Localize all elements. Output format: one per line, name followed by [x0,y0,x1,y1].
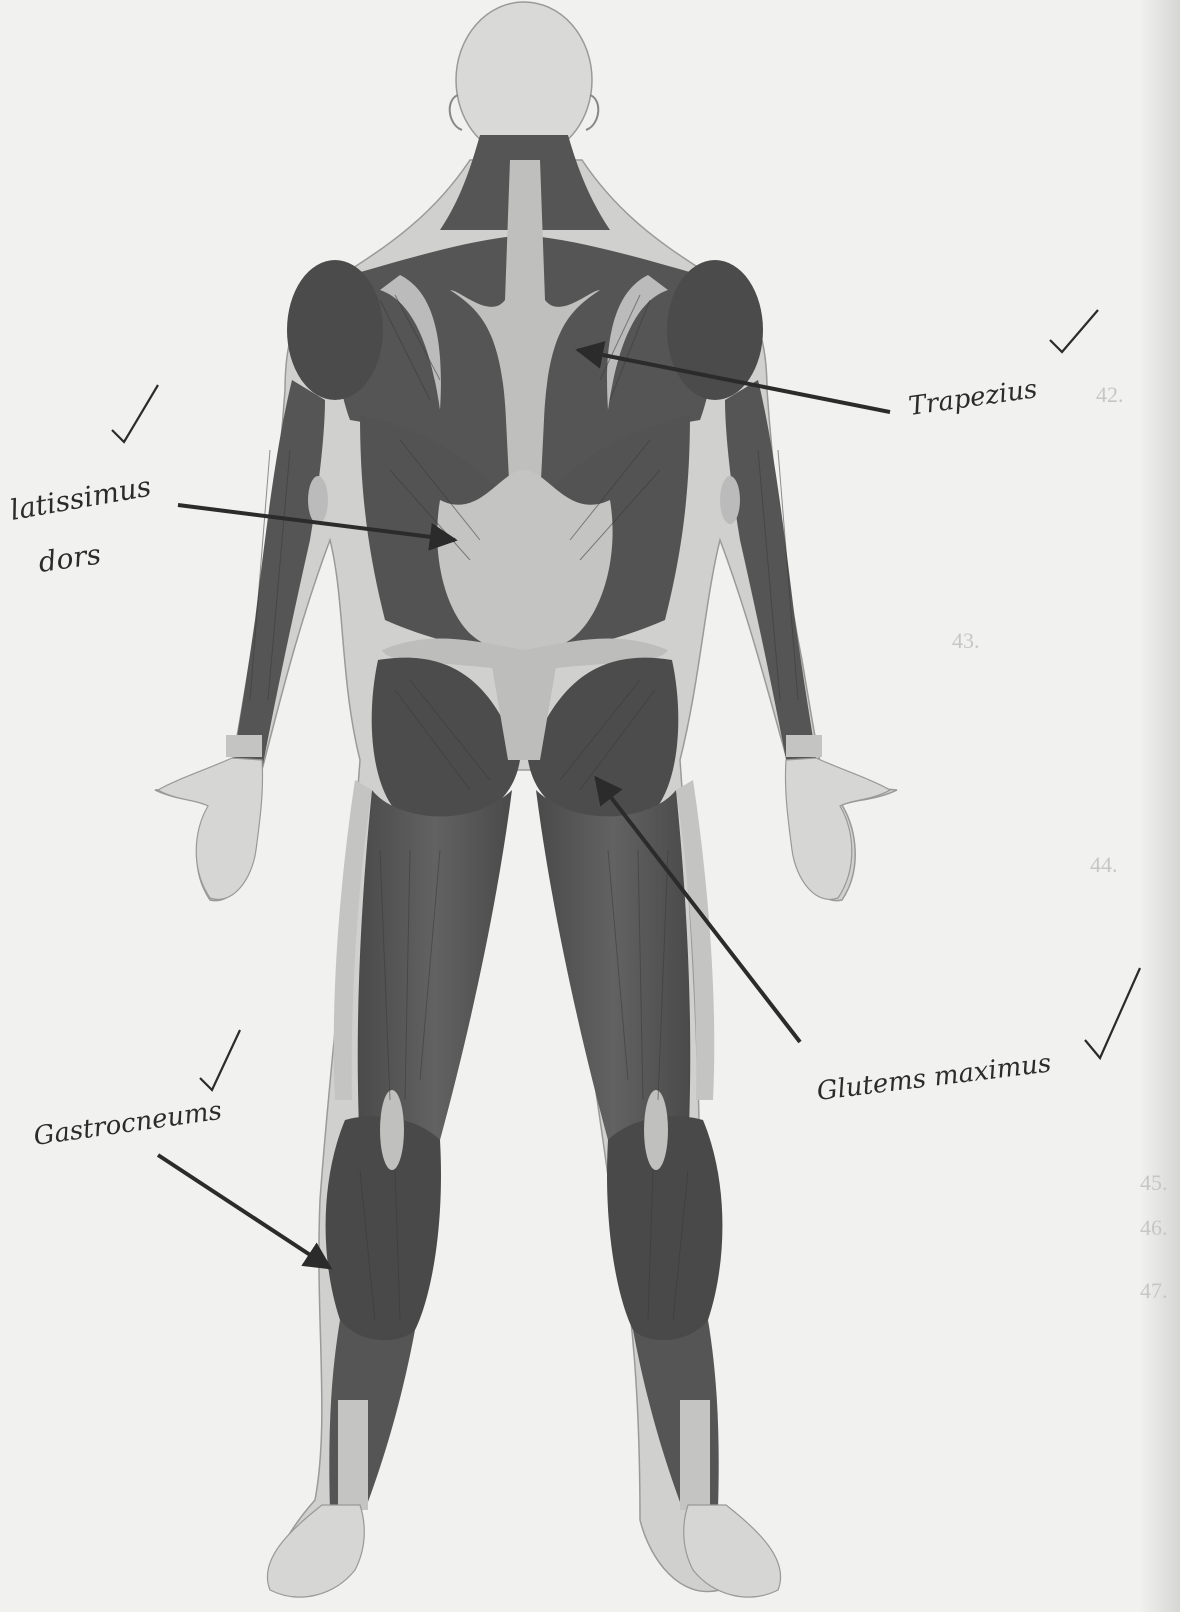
svg-text:42.: 42. [1096,382,1124,407]
hand-right [785,758,890,899]
head [456,2,592,158]
gastrocnemius-arrow [158,1155,330,1268]
svg-text:45.: 45. [1140,1170,1168,1195]
body-figure [155,2,897,1597]
latissimus-label-line1: latissimus [7,470,153,527]
svg-text:47.: 47. [1140,1278,1168,1303]
latissimus-label-line2: dors [36,538,103,579]
gluteus-label: Glutems maximus [815,1048,1053,1107]
trapezius-label: Trapezius [907,374,1039,422]
thigh-right [536,790,690,1171]
bleed-through-text: 42. 43. 44. 45. 46. 47. [952,382,1168,1303]
knee-tendon-right [644,1090,668,1170]
wrist-left [226,735,262,757]
thigh-left [358,790,512,1171]
hand-left [158,758,263,899]
svg-text:46.: 46. [1140,1215,1168,1240]
svg-text:44.: 44. [1090,852,1118,877]
wrist-right [786,735,822,757]
latissimus-check-icon [112,385,158,442]
achilles-right [680,1400,710,1510]
elbow-left [308,476,328,524]
elbow-right [720,476,740,524]
knee-tendon-left [380,1090,404,1170]
gastrocnemius-label: Gastrocneums [32,1096,224,1152]
achilles-left [338,1400,368,1510]
foot-left [267,1505,364,1597]
gluteus-check-icon [1085,968,1140,1058]
svg-text:43.: 43. [952,628,980,653]
deltoid-left [287,260,383,400]
trapezius-check-icon [1050,310,1098,352]
gastrocnemius-check-icon [200,1030,240,1090]
